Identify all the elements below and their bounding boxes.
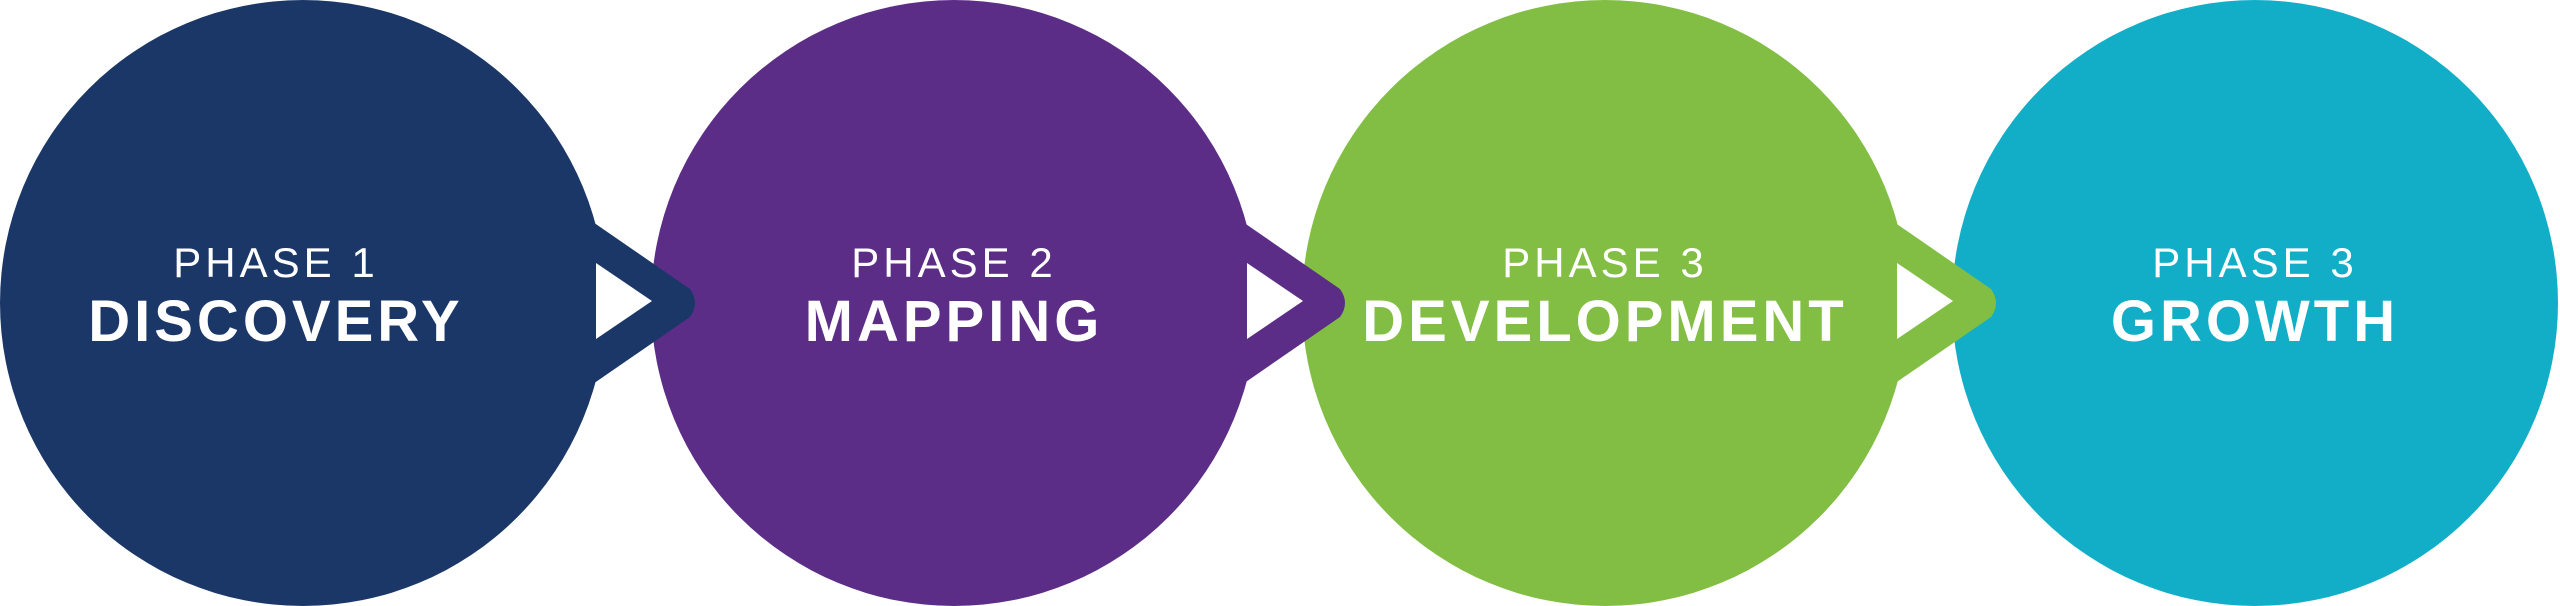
phase-4-name: GROWTH [2111, 289, 2399, 354]
phase-4-label: PHASE 3 [2152, 239, 2357, 286]
phase-3-arrow-icon [1897, 263, 1953, 339]
phase-1-name: DISCOVERY [88, 289, 463, 354]
phase-3-label: PHASE 3 [1502, 239, 1707, 286]
phase-1-circle [0, 0, 606, 606]
phase-3-name: DEVELOPMENT [1362, 289, 1848, 354]
phase-3-circle [1302, 0, 1908, 606]
phase-2-label: PHASE 2 [851, 239, 1056, 286]
phase-2-arrow-icon [1247, 263, 1303, 339]
phase-2-circle [651, 0, 1257, 606]
phase-2-name: MAPPING [805, 289, 1104, 354]
phase-1-arrow-icon [596, 263, 652, 339]
phase-4-circle [1952, 0, 2558, 606]
phase-1-label: PHASE 1 [173, 239, 378, 286]
